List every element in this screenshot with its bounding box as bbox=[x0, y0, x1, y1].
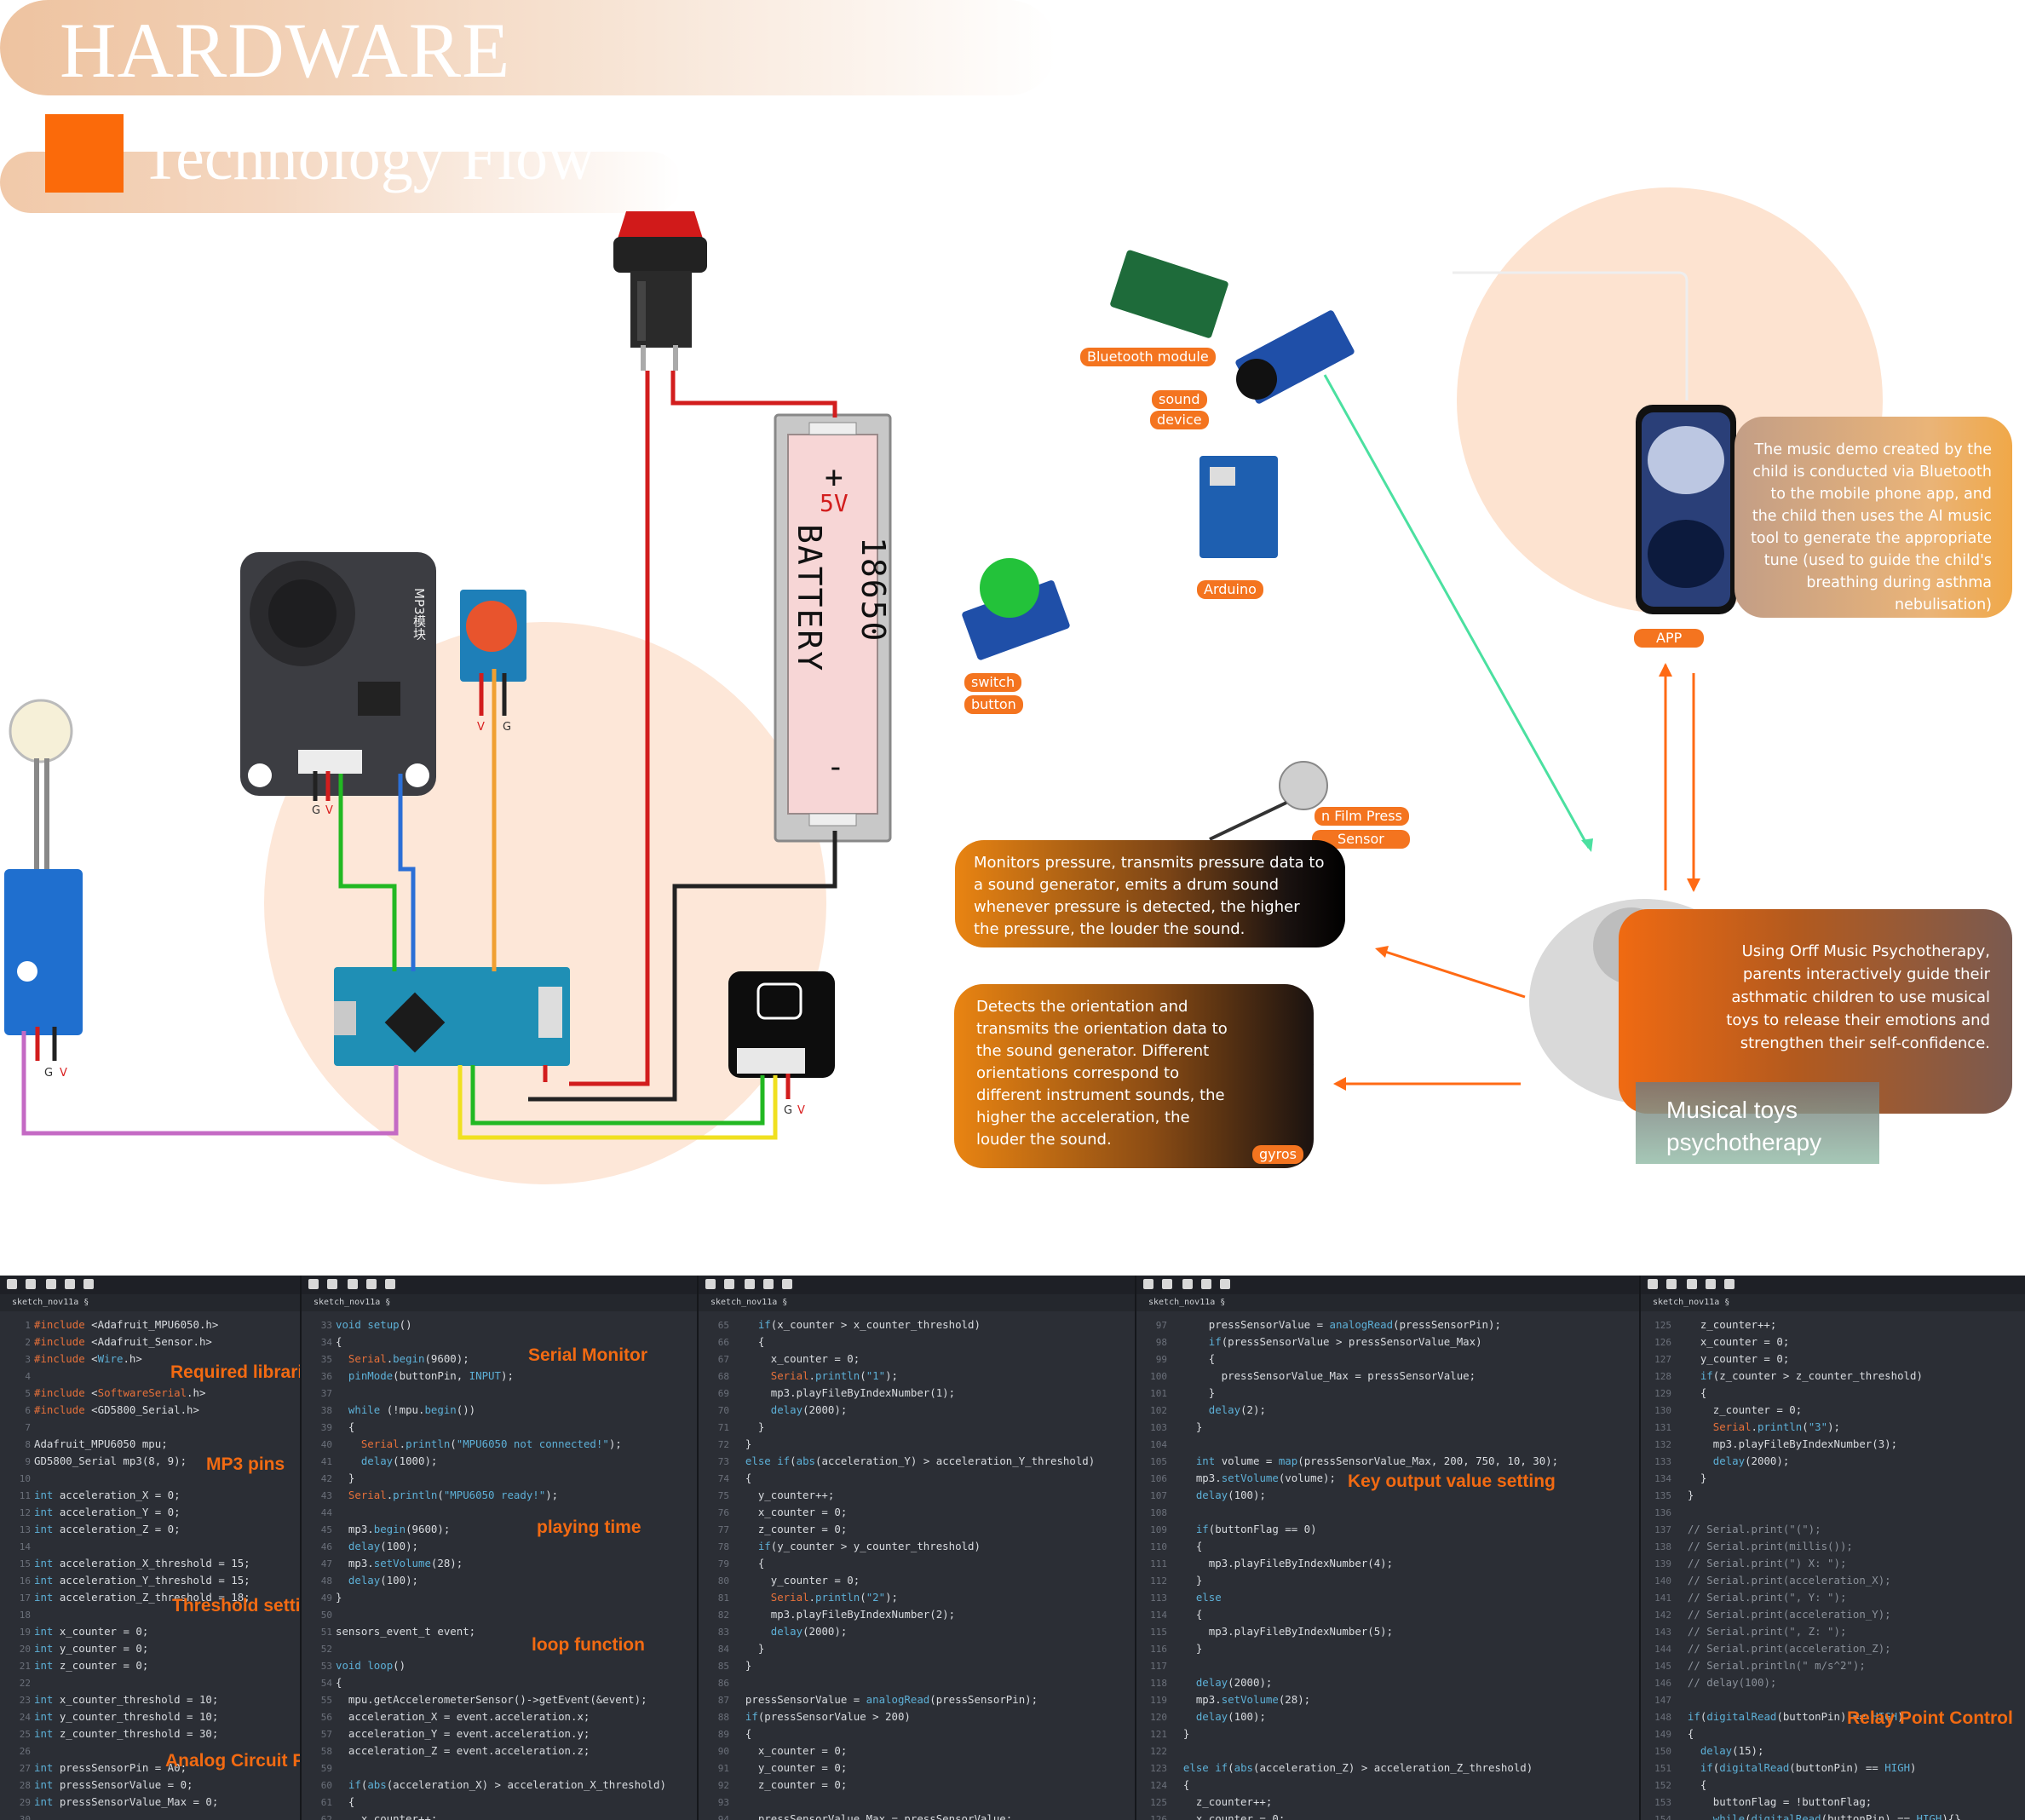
annotation-relay-point: Relay Point Control bbox=[1847, 1708, 2013, 1728]
code-block-5: 125 z_counter++; 126 x_counter = 0; 127 … bbox=[1654, 1318, 1961, 1820]
arduino-nano-icon bbox=[334, 967, 570, 1066]
battery-plus: + bbox=[825, 460, 843, 495]
battery-minus: - bbox=[826, 750, 845, 785]
sensor-pin-g: G bbox=[44, 1067, 54, 1080]
orff-description-card: Using Orff Music Psychotherapy, parents … bbox=[1619, 909, 2012, 1114]
code-panel-5: sketch_nov11a § 125 z_counter++; 126 x_c… bbox=[1641, 1276, 2025, 1820]
bluetooth-module-icon bbox=[1110, 250, 1228, 338]
app-description-card: The music demo created by the child is c… bbox=[1734, 417, 2012, 618]
arduino-uno-icon bbox=[1199, 456, 1278, 558]
mp3-pin-v: V bbox=[325, 804, 333, 817]
musical-line2: psychotherapy bbox=[1666, 1129, 1822, 1155]
film-pressure-sensor-icon bbox=[1209, 761, 1328, 841]
pressure-description-card: Monitors pressure, transmits pressure da… bbox=[955, 840, 1345, 947]
editor-toolbar bbox=[302, 1276, 697, 1294]
sketch-tab[interactable]: sketch_nov11a § bbox=[1641, 1294, 2025, 1311]
annotation-loop-function: loop function bbox=[532, 1635, 645, 1655]
editor-toolbar bbox=[1641, 1276, 2025, 1294]
annotation-analog-circuit-pins: Analog Circuit Pins bbox=[165, 1751, 300, 1771]
header-band bbox=[0, 0, 1056, 95]
flow-arrows bbox=[1323, 271, 1695, 1086]
battery-label-18650: 18650 bbox=[854, 537, 892, 643]
section-subtitle: Technology Flow bbox=[141, 122, 595, 193]
annotation-threshold-setting: Threshold setting bbox=[172, 1596, 301, 1616]
editor-toolbar bbox=[0, 1276, 300, 1294]
annotation-key-output: Key output value setting bbox=[1348, 1472, 1556, 1491]
sketch-tab[interactable]: sketch_nov11a § bbox=[1136, 1294, 1639, 1311]
annotation-playing-time: playing time bbox=[537, 1518, 641, 1537]
tag-switch-line2: button bbox=[964, 695, 1023, 714]
orange-square-icon bbox=[45, 114, 124, 193]
code-block-3: 65 if(x_counter > x_counter_threshold) 6… bbox=[717, 1318, 1096, 1820]
musical-toys-card: Musical toys psychotherapy bbox=[1636, 1082, 1879, 1164]
code-block-4: 97 pressSensorValue = analogRead(pressSe… bbox=[1150, 1318, 1559, 1820]
tag-sound-line2: device bbox=[1150, 411, 1209, 429]
tag-film-line1: n Film Press bbox=[1315, 807, 1409, 826]
code-panels: sketch_nov11a § 1#include <Adafruit_MPU6… bbox=[0, 1276, 2025, 1820]
tag-app: APP bbox=[1634, 629, 1705, 648]
editor-toolbar bbox=[699, 1276, 1135, 1294]
arrow-head-green bbox=[1581, 838, 1593, 852]
code-panel-3: sketch_nov11a § 65 if(x_counter > x_coun… bbox=[699, 1276, 1136, 1820]
editor-toolbar bbox=[1136, 1276, 1639, 1294]
red-button-module-icon bbox=[460, 590, 526, 682]
sensor-pin-v: V bbox=[60, 1067, 67, 1080]
button-pin-g: G bbox=[503, 721, 512, 734]
mp3-module-label: MP3模块 bbox=[411, 588, 427, 641]
code-block-1: 1#include <Adafruit_MPU6050.h> 2#include… bbox=[19, 1318, 250, 1820]
phone-icon bbox=[1636, 405, 1736, 614]
green-switch-icon bbox=[962, 558, 1070, 660]
gyro-description-card: Detects the orientation and transmits th… bbox=[954, 984, 1314, 1168]
mp3-pin-g: G bbox=[312, 804, 321, 817]
tag-switch-line1: switch bbox=[964, 673, 1022, 692]
sketch-tab[interactable]: sketch_nov11a § bbox=[699, 1294, 1135, 1311]
battery-voltage: 5V bbox=[820, 489, 849, 517]
button-pin-v: V bbox=[477, 721, 485, 734]
code-panel-4: sketch_nov11a § 97 pressSensorValue = an… bbox=[1136, 1276, 1641, 1820]
pressure-sensor-left-icon bbox=[4, 699, 83, 1035]
fingerprint-pin-g: G bbox=[784, 1104, 793, 1117]
arrow-heads bbox=[1333, 663, 1700, 1091]
mp3-module-icon bbox=[240, 552, 436, 796]
fingerprint-pin-v: V bbox=[797, 1104, 805, 1117]
annotation-mp3-pins: MP3 pins bbox=[206, 1454, 285, 1474]
battery-label-battery: BATTERY bbox=[791, 524, 828, 673]
tag-sound-line1: sound bbox=[1152, 390, 1207, 409]
wires bbox=[21, 371, 837, 1140]
tag-arduino: Arduino bbox=[1197, 580, 1263, 599]
tag-bluetooth: Bluetooth module bbox=[1080, 348, 1216, 366]
annotation-required-libraries: Required libraries bbox=[170, 1362, 300, 1382]
sound-device-icon bbox=[1235, 310, 1355, 404]
tag-film-line2: Sensor bbox=[1312, 830, 1410, 849]
battery-icon bbox=[774, 413, 892, 843]
tag-gyros: gyros bbox=[1252, 1145, 1303, 1164]
annotation-serial-monitor: Serial Monitor bbox=[528, 1345, 648, 1365]
page-title: HARDWARE bbox=[60, 7, 511, 94]
musical-line1: Musical toys bbox=[1666, 1097, 1798, 1123]
push-button-icon bbox=[613, 211, 707, 371]
fingerprint-module-icon bbox=[728, 971, 835, 1078]
sketch-tab[interactable]: sketch_nov11a § bbox=[302, 1294, 697, 1311]
code-panel-1: sketch_nov11a § 1#include <Adafruit_MPU6… bbox=[0, 1276, 302, 1820]
sketch-tab[interactable]: sketch_nov11a § bbox=[0, 1294, 300, 1311]
